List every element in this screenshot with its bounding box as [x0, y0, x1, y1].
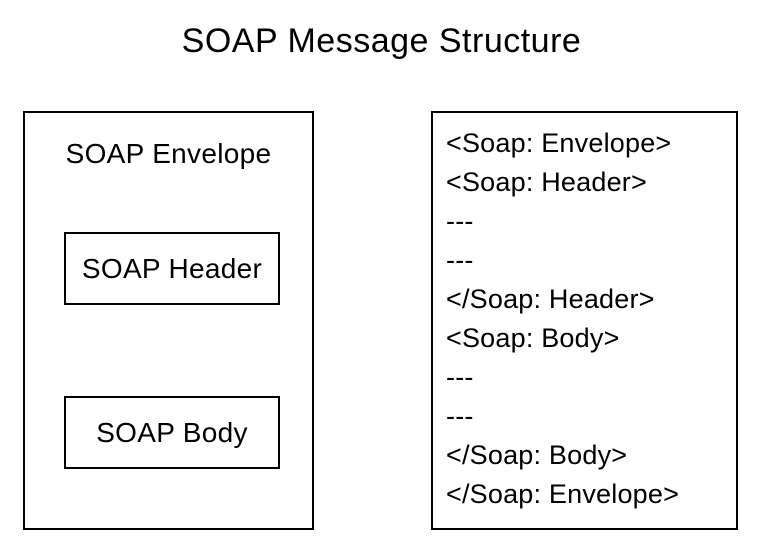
- soap-header-box: SOAP Header: [64, 232, 280, 305]
- code-line: ---: [446, 206, 474, 236]
- code-line: ---: [446, 245, 474, 275]
- soap-xml-listing: <Soap: Envelope> <Soap: Header> --- --- </So…: [446, 124, 730, 514]
- code-line: <Soap: Body>: [446, 323, 620, 353]
- code-line: </Soap: Header>: [446, 284, 655, 314]
- soap-body-label: SOAP Body: [96, 416, 248, 448]
- soap-body-box: SOAP Body: [64, 396, 280, 469]
- soap-envelope-box: SOAP Envelope SOAP Header SOAP Body: [23, 111, 314, 530]
- code-line: <Soap: Envelope>: [446, 128, 672, 158]
- code-line: </Soap: Body>: [446, 440, 628, 470]
- diagram-title: SOAP Message Structure: [181, 22, 582, 60]
- soap-envelope-label: SOAP Envelope: [65, 138, 272, 169]
- code-line: <Soap: Header>: [446, 167, 647, 197]
- code-line: ---: [446, 401, 474, 431]
- soap-header-label: SOAP Header: [81, 252, 263, 284]
- soap-xml-listing-box: <Soap: Envelope> <Soap: Header> --- --- </So…: [431, 111, 738, 530]
- code-line: ---: [446, 362, 474, 392]
- code-line: </Soap: Envelope>: [446, 479, 680, 509]
